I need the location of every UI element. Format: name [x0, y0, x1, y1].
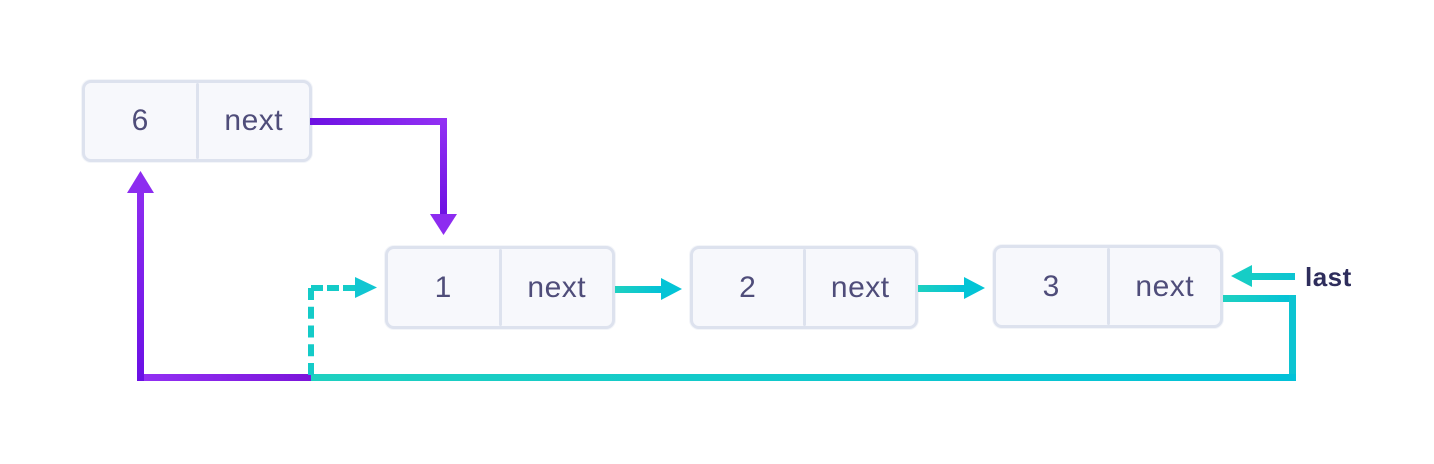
pointer-loop-bottom-teal-line	[311, 374, 1296, 381]
node-2-value: 2	[739, 270, 757, 304]
node-6-divider	[195, 83, 199, 159]
node-3-next-label: next	[1135, 269, 1195, 303]
pointer-6-to-1-horizontal-line	[310, 118, 447, 125]
node-2-divider	[802, 249, 806, 326]
pointer-1-to-2-arrowhead-icon	[661, 278, 682, 300]
pointer-6-to-1-vertical-line	[440, 118, 447, 216]
last-pointer-arrowhead-icon	[1231, 265, 1252, 287]
node-6-value: 6	[131, 104, 149, 137]
dashed-pointer-vertical-line	[308, 288, 314, 375]
pointer-2-to-3-arrowhead-icon	[964, 277, 985, 299]
pointer-6-to-1-arrowhead-icon	[430, 214, 457, 235]
pointer-loop-to-6-arrowhead-icon	[127, 171, 154, 193]
pointer-1-to-2-line	[615, 286, 663, 293]
pointer-3-loop-exit-line	[1223, 295, 1296, 302]
node-1: 1 next	[385, 246, 615, 329]
pointer-loop-bottom-purple-line	[137, 374, 311, 381]
node-1-value: 1	[434, 270, 452, 304]
node-1-divider	[498, 249, 502, 326]
node-1-next-label: next	[527, 270, 587, 304]
pointer-2-to-3-line	[918, 285, 966, 292]
dashed-pointer-arrowhead-icon	[355, 277, 377, 298]
pointer-3-loop-vertical-line	[1289, 295, 1296, 381]
node-6: 6 next	[82, 80, 312, 162]
last-pointer-line	[1250, 273, 1295, 280]
node-3-divider	[1106, 248, 1110, 325]
node-2-next-label: next	[830, 270, 890, 304]
node-2: 2 next	[690, 246, 918, 329]
node-3: 3 next	[993, 245, 1223, 328]
pointer-loop-to-6-vertical-line	[137, 192, 144, 381]
last-label: last	[1305, 262, 1352, 292]
dashed-pointer-horizontal-line	[311, 285, 355, 291]
node-6-next-label: next	[224, 104, 284, 137]
node-3-value: 3	[1042, 269, 1060, 303]
